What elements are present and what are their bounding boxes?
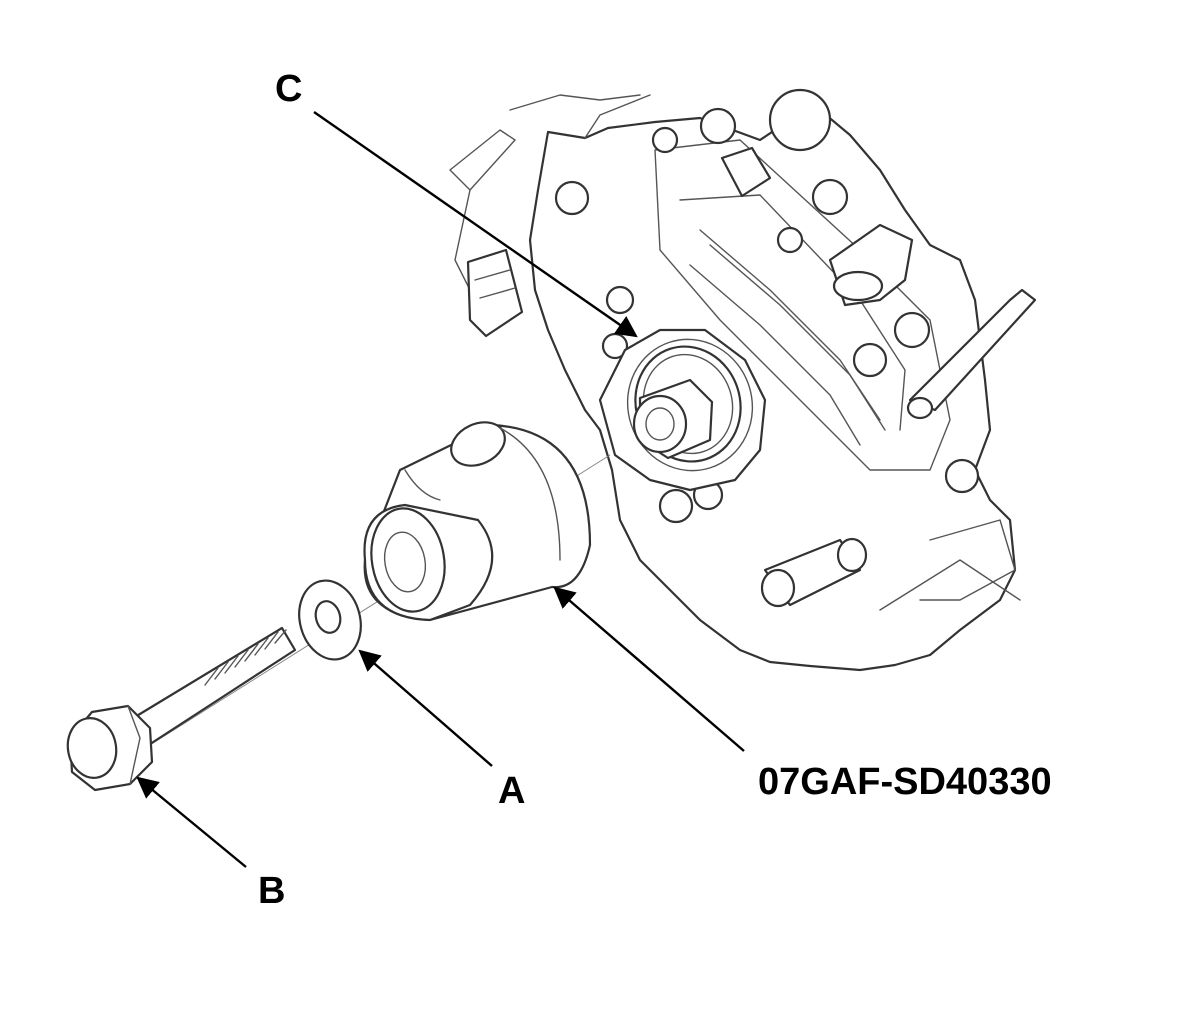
pump-housing — [449, 88, 1037, 672]
flange-bolt — [66, 626, 297, 792]
leader-line-tool — [553, 586, 745, 752]
leader-line-b — [136, 776, 247, 868]
callout-label-a: A — [498, 770, 525, 812]
washer — [298, 579, 362, 661]
pump-shaft — [632, 378, 714, 460]
callout-label-c: C — [275, 68, 302, 110]
tool-part-number-label: 07GAF-SD40330 — [758, 761, 1052, 803]
leader-line-c — [313, 111, 638, 338]
leader-line-a — [358, 649, 493, 767]
callout-label-b: B — [258, 870, 285, 912]
special-tool-cylinder — [363, 421, 592, 622]
